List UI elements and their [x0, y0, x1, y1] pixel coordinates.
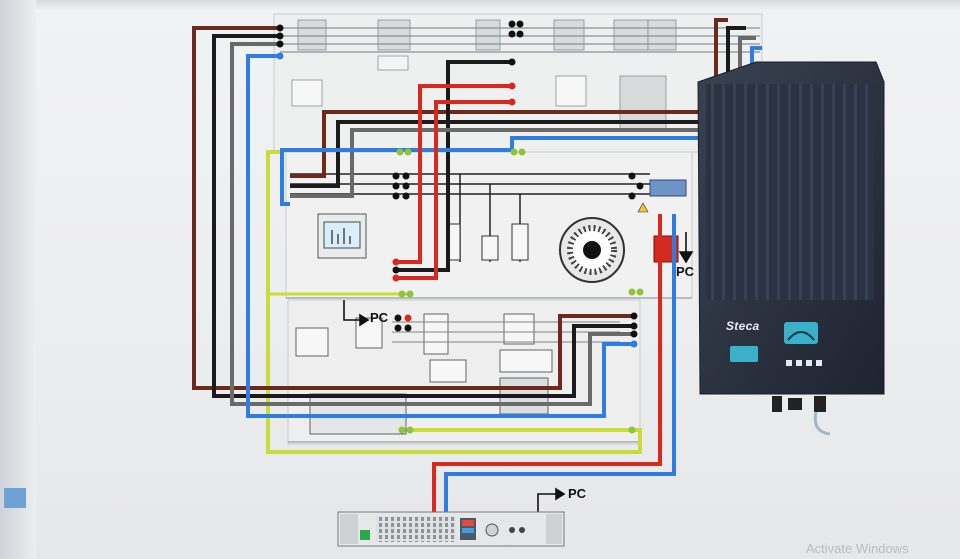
- inverter-buttons: [786, 360, 822, 366]
- taskbar-accent: [4, 488, 26, 508]
- psu-power-switch: [360, 530, 370, 540]
- wire-black-feed: [396, 60, 512, 272]
- inverter-logo-icon: [730, 346, 758, 362]
- wire-black-outer: [212, 34, 634, 398]
- lower-bus-lines: [392, 321, 620, 343]
- wire-brown-outer: [192, 26, 634, 390]
- wire-blue-dc: [444, 214, 676, 512]
- inverter-brand: Steca: [726, 319, 760, 333]
- wire-blue-outer: [246, 54, 634, 418]
- middle-components: [290, 173, 687, 283]
- inverter: [697, 61, 885, 436]
- wire-red-1: [396, 84, 512, 264]
- wire-red-dc: [432, 214, 662, 512]
- pc-label-upper: PC: [676, 264, 695, 279]
- wire-gray-outer: [230, 42, 634, 406]
- wire-gray-inverter: [290, 36, 756, 198]
- dc-meter: [649, 179, 687, 197]
- inverter-connectors: [772, 396, 826, 412]
- wire-red-2: [396, 100, 512, 280]
- terminals: [276, 20, 644, 434]
- wire-black-inverter: [290, 26, 746, 188]
- monitor-bezel-top: [0, 0, 960, 10]
- wire-brown-inverter: [290, 18, 728, 178]
- psu-knob: [485, 523, 499, 537]
- monitor-bezel-left: [0, 0, 36, 559]
- top-meter: [291, 79, 323, 107]
- pc-arrow-middle-icon: [343, 300, 370, 327]
- top-components: [291, 19, 677, 131]
- pc-arrow-upper-icon: [678, 232, 694, 264]
- psu-vents: [376, 516, 456, 542]
- activation-watermark: Activate Windows: [806, 541, 909, 556]
- wire-ground: [266, 150, 642, 454]
- pc-label-bottom: PC: [568, 486, 587, 501]
- top-switch: [555, 75, 587, 107]
- pc-label-middle: PC: [370, 310, 389, 325]
- pc-arrow-bottom-icon: [537, 487, 566, 512]
- dc-power-supply: [337, 511, 565, 547]
